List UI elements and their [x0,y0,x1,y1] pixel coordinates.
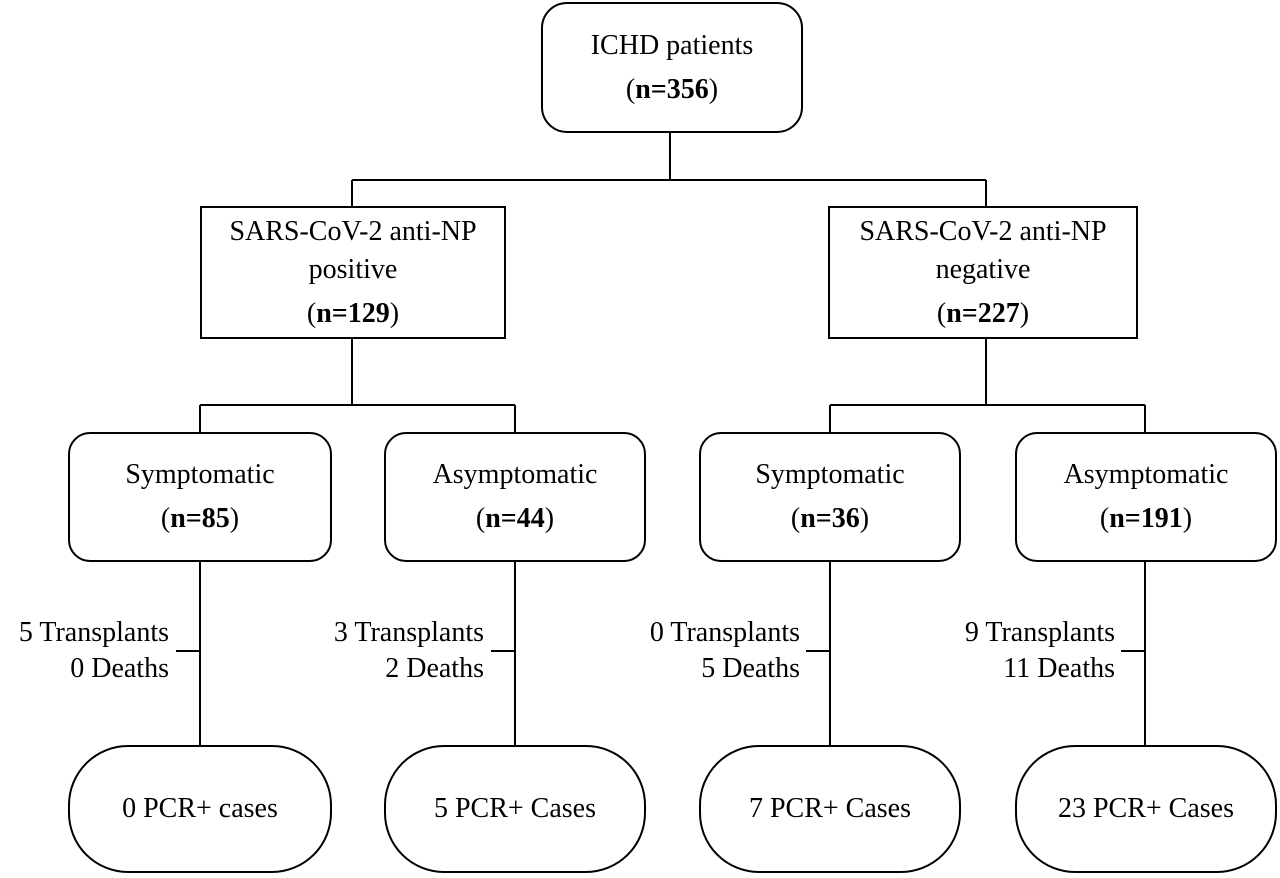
outcome-pos-symptomatic-node: 0 PCR+ cases [68,745,332,873]
group-negative-node: SARS-CoV-2 anti-NP negative (n=227) [828,206,1138,339]
outcome-label: 5 PCR+ Cases [433,793,597,824]
group-negative-title-line2: negative [935,253,1031,285]
subgroup-neg-asymptomatic-node: Asymptomatic (n=191) [1015,432,1277,562]
root-count: (n=356) [625,73,719,105]
subgroup-title: Symptomatic [125,459,275,490]
subgroup-title: Asymptomatic [432,459,598,490]
transplants-label: 5 Transplants [18,617,169,648]
outcome-neg-symptomatic-node: 7 PCR+ Cases [699,745,961,873]
subgroup-count: (n=85) [160,503,240,534]
subgroup-count: (n=44) [475,503,555,534]
transplants-label: 0 Transplants [649,617,800,648]
subgroup-pos-asymptomatic-node: Asymptomatic (n=44) [384,432,646,562]
deaths-label: 5 Deaths [701,653,800,684]
neg-symptomatic-outcome-stats: 0 Transplants 5 Deaths [650,615,800,687]
group-positive-node: SARS-CoV-2 anti-NP positive (n=129) [200,206,506,339]
pos-asymptomatic-outcome-stats: 3 Transplants 2 Deaths [334,615,484,687]
group-negative-title-line1: SARS-CoV-2 anti-NP [859,215,1107,247]
deaths-label: 2 Deaths [385,653,484,684]
subgroup-pos-symptomatic-node: Symptomatic (n=85) [68,432,332,562]
pos-symptomatic-outcome-stats: 5 Transplants 0 Deaths [19,615,169,687]
deaths-label: 11 Deaths [1003,653,1115,684]
outcome-label: 23 PCR+ Cases [1057,793,1235,824]
outcome-pos-asymptomatic-node: 5 PCR+ Cases [384,745,646,873]
group-positive-title-line1: SARS-CoV-2 anti-NP [229,215,477,247]
outcome-label: 0 PCR+ cases [122,793,278,824]
subgroup-neg-symptomatic-node: Symptomatic (n=36) [699,432,961,562]
group-positive-count: (n=129) [306,297,400,329]
transplants-label: 3 Transplants [333,617,484,648]
subgroup-count: (n=191) [1099,503,1193,534]
outcome-label: 7 PCR+ Cases [748,793,912,824]
root-node: ICHD patients (n=356) [541,2,803,133]
deaths-label: 0 Deaths [70,653,169,684]
outcome-neg-asymptomatic-node: 23 PCR+ Cases [1015,745,1277,873]
root-title: ICHD patients [590,29,754,61]
transplants-label: 9 Transplants [964,617,1115,648]
subgroup-count: (n=36) [790,503,870,534]
group-positive-title-line2: positive [308,253,398,285]
subgroup-title: Symptomatic [755,459,905,490]
subgroup-title: Asymptomatic [1063,459,1229,490]
neg-asymptomatic-outcome-stats: 9 Transplants 11 Deaths [965,615,1115,687]
group-negative-count: (n=227) [936,297,1030,329]
